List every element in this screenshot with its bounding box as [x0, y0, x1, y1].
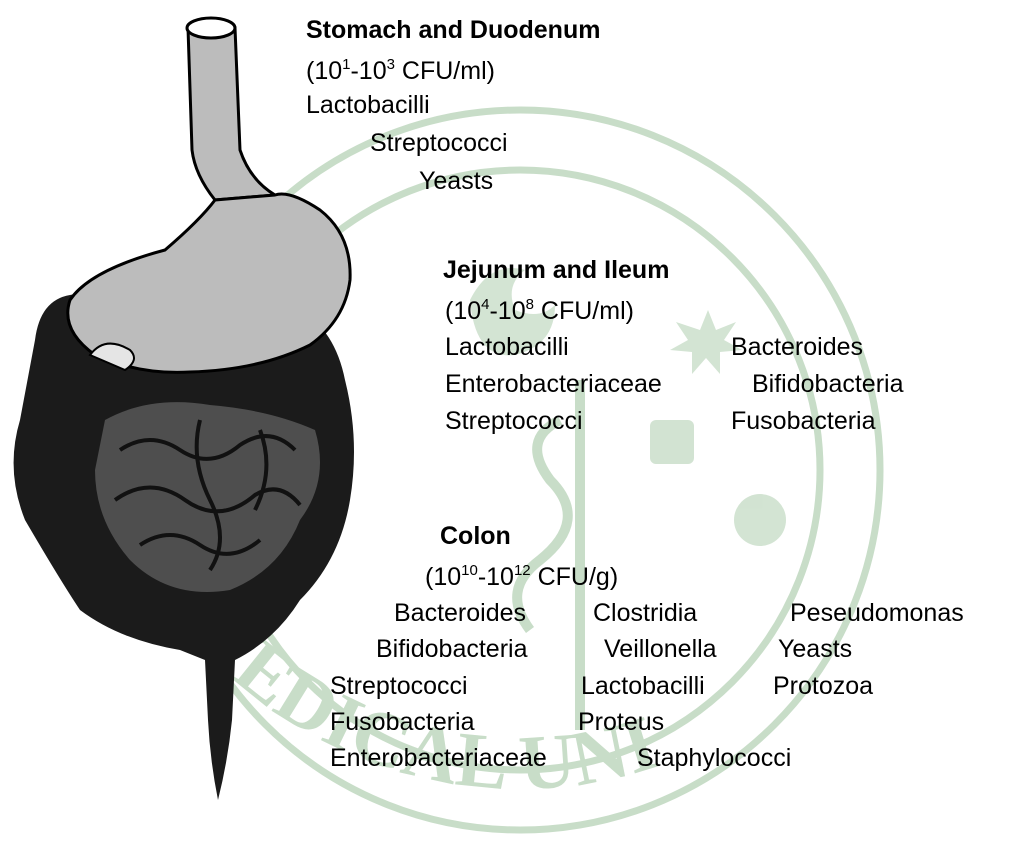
colon-heading: Colon [440, 521, 511, 551]
colon-count: (1010-1012 CFU/g) [425, 562, 618, 592]
esophagus [188, 28, 275, 200]
organism-label: Lactobacilli [306, 90, 430, 120]
stomach-duodenum-count: (101-103 CFU/ml) [306, 56, 495, 86]
organism-label: Lactobacilli [445, 332, 569, 362]
jejunum-ileum-count: (104-108 CFU/ml) [445, 296, 634, 326]
organism-label: Enterobacteriaceae [330, 743, 547, 773]
organism-label: Enterobacteriaceae [445, 369, 662, 399]
jejunum-ileum-heading: Jejunum and Ileum [443, 255, 669, 285]
organism-label: Yeasts [778, 634, 852, 664]
organism-label: Peseudomonas [790, 598, 964, 628]
organism-label: Bacteroides [394, 598, 526, 628]
organism-label: Fusobacteria [731, 406, 876, 436]
organism-label: Streptococci [330, 671, 468, 701]
organism-label: Clostridia [593, 598, 697, 628]
organism-label: Staphylococci [637, 743, 791, 773]
organism-label: Streptococci [445, 406, 583, 436]
organism-label: Veillonella [604, 634, 717, 664]
organism-label: Bifidobacteria [376, 634, 527, 664]
organism-label: Protozoa [773, 671, 873, 701]
stomach-duodenum-heading: Stomach and Duodenum [306, 15, 600, 45]
organism-label: Bifidobacteria [752, 369, 903, 399]
organism-label: Bacteroides [731, 332, 863, 362]
organism-label: Proteus [578, 707, 664, 737]
organism-label: Lactobacilli [581, 671, 705, 701]
organism-label: Streptococci [370, 128, 508, 158]
organism-label: Yeasts [419, 166, 493, 196]
organism-label: Fusobacteria [330, 707, 475, 737]
